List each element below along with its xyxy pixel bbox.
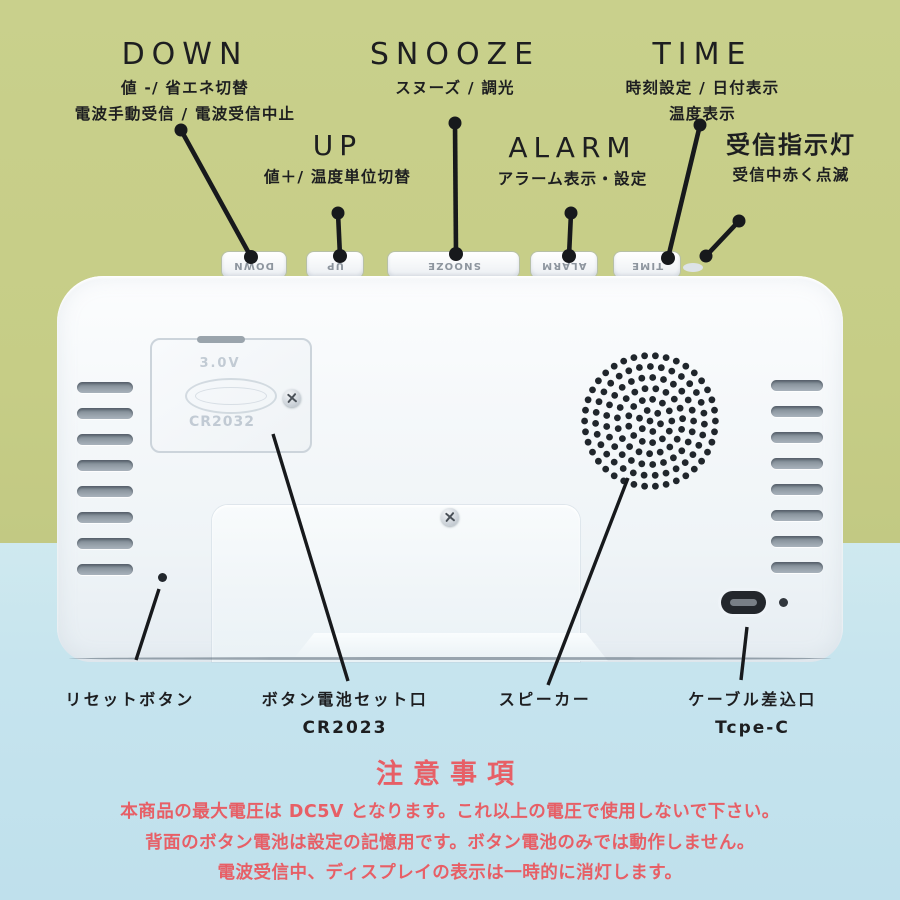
device-button-time: TIME: [614, 252, 680, 278]
callout-indicator: 受信指示灯 受信中赤く点滅: [692, 131, 890, 186]
device-button-alarm: ALARM: [531, 252, 597, 278]
speaker-grille: [581, 352, 719, 490]
callout-time-title: TIME: [652, 37, 753, 72]
callout-up: UP 値＋/ 温度単位切替: [225, 129, 450, 189]
callout-indicator-line1: 受信中赤く点滅: [732, 165, 850, 184]
label-cable-port: ケーブル差込口 Tcpe-C: [655, 688, 850, 742]
device-button-up-label: UP: [326, 259, 344, 271]
callout-time-line1: 時刻設定 / 日付表示: [625, 78, 780, 97]
vent-slots-left: [77, 382, 133, 575]
device-button-down: DOWN: [222, 252, 286, 278]
label-reset-text: リセットボタン: [65, 690, 195, 709]
vent-slots-right: [771, 380, 823, 573]
notice-title: 注意事項: [376, 759, 524, 790]
device-button-up: UP: [307, 252, 363, 278]
callout-down-line1: 値 -/ 省エネ切替: [121, 78, 249, 97]
label-speaker-text: スピーカー: [498, 690, 592, 709]
battery-cover-screw-icon: [283, 389, 301, 407]
device-button-time-label: TIME: [630, 259, 664, 271]
callout-indicator-title: 受信指示灯: [726, 131, 856, 159]
notice-section: 注意事項 本商品の最大電圧は DC5V となります。これ以上の電圧で使用しないで…: [0, 752, 900, 883]
battery-compartment-slot: [197, 336, 245, 343]
clock-back-body: 3.0V CR2032: [57, 276, 843, 662]
callout-alarm: ALARM アラーム表示・設定: [455, 131, 690, 191]
label-battery-text: ボタン電池セット口: [261, 690, 429, 709]
label-speaker: スピーカー: [455, 688, 635, 712]
callout-alarm-title: ALARM: [508, 131, 637, 164]
label-cable-type: Tcpe-C: [715, 718, 790, 738]
callout-time: TIME 時刻設定 / 日付表示 温度表示: [585, 37, 820, 125]
notice-line-2: 背面のボタン電池は設定の記憶用です。ボタン電池のみでは動作しません。: [145, 832, 755, 853]
callout-down: DOWN 値 -/ 省エネ切替 電波手動受信 / 電波受信中止: [35, 37, 335, 125]
device-button-down-label: DOWN: [233, 259, 275, 271]
notice-line-3: 電波受信中、ディスプレイの表示は一時的に消灯します。: [217, 863, 683, 883]
small-hole: [779, 598, 788, 607]
callout-alarm-line1: アラーム表示・設定: [497, 170, 648, 189]
case-screw-icon: [441, 508, 459, 526]
battery-voltage-emboss: 3.0V: [199, 356, 241, 371]
callout-down-title: DOWN: [121, 37, 249, 72]
coin-cell-emboss: [185, 378, 277, 414]
callout-snooze-line1: スヌーズ / 調光: [395, 78, 515, 97]
label-reset-button: リセットボタン: [40, 688, 220, 712]
callout-down-line2: 電波手動受信 / 電波受信中止: [74, 104, 296, 123]
callout-time-line2: 温度表示: [669, 104, 736, 123]
device-button-snooze: SNOOZE: [388, 252, 519, 278]
device-button-snooze-label: SNOOZE: [426, 259, 481, 271]
callout-up-title: UP: [312, 129, 363, 162]
receive-indicator-led: [683, 263, 703, 272]
callout-snooze: SNOOZE スヌーズ / 調光: [330, 37, 580, 99]
label-battery-slot: ボタン電池セット口 CR2023: [245, 688, 445, 742]
label-cable-text: ケーブル差込口: [688, 690, 817, 709]
battery-compartment: 3.0V CR2032: [150, 336, 312, 453]
device-button-alarm-label: ALARM: [541, 259, 587, 271]
clock-bottom-edge: [69, 657, 831, 660]
callout-snooze-title: SNOOZE: [369, 37, 541, 72]
callout-up-line1: 値＋/ 温度単位切替: [263, 168, 412, 187]
label-battery-model: CR2023: [302, 718, 388, 738]
notice-line-1: 本商品の最大電圧は DC5V となります。これ以上の電圧で使用しないで下さい。: [120, 802, 780, 822]
battery-model-emboss: CR2032: [188, 414, 256, 430]
usb-c-port: [721, 591, 766, 614]
reset-pinhole: [158, 573, 167, 582]
